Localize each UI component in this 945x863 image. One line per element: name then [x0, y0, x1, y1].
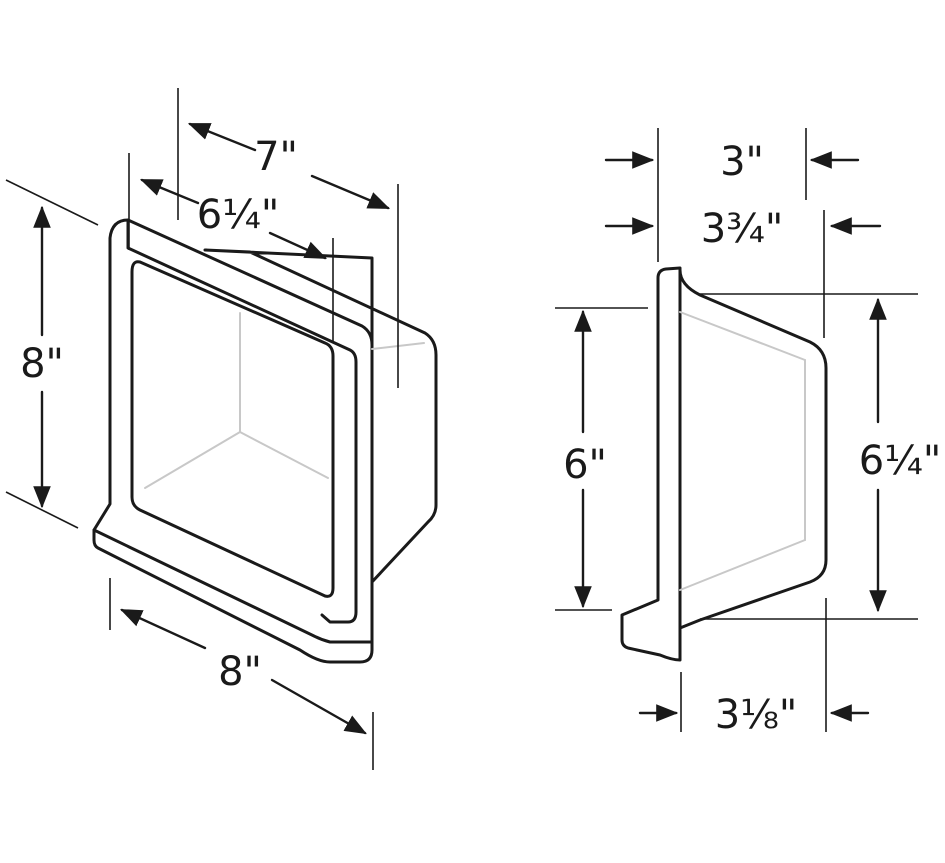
- dim-inner-width-arrow: [268, 231, 328, 260]
- dim-base-depth-label: 3⅛": [715, 692, 798, 738]
- side-body: [678, 268, 828, 630]
- box-back-body: [203, 248, 438, 584]
- side-flange: [620, 266, 682, 662]
- perspective-view: 7" 6¼" 8" 8": [5, 88, 438, 770]
- dim-base-width-arrow: [270, 678, 367, 735]
- side-hidden-bottom: [679, 539, 806, 591]
- shelf-ledge: [92, 528, 374, 644]
- dim-top-depth-arrow: [187, 122, 257, 152]
- dim-inner-width-arrow: [139, 178, 200, 205]
- hidden-floor-edge: [144, 431, 241, 489]
- dim-height-label: 8": [20, 341, 64, 387]
- side-view: 3" 3¾" 6" 6¼" 3⅛": [555, 128, 941, 738]
- dim-base-width-label: 8": [218, 649, 262, 695]
- frame-lip: [126, 218, 358, 624]
- ext-line: [5, 179, 99, 226]
- frame-outer: [92, 218, 374, 664]
- ext-line: [5, 491, 79, 529]
- dim-outer-height-label: 6¼": [859, 438, 942, 484]
- dim-inner-height-label: 6": [563, 442, 607, 488]
- dim-inner-depth-label: 3": [720, 139, 764, 185]
- dim-top-depth-arrow: [310, 174, 391, 210]
- inner-opening: [130, 260, 335, 598]
- side-hidden-top: [679, 311, 806, 361]
- dim-outer-depth-label: 3¾": [701, 206, 784, 252]
- dim-top-depth-label: 7": [254, 134, 298, 180]
- dim-inner-width-label: 6¼": [197, 192, 280, 238]
- hidden-right-edge: [239, 431, 329, 479]
- dim-base-width-arrow: [119, 608, 207, 650]
